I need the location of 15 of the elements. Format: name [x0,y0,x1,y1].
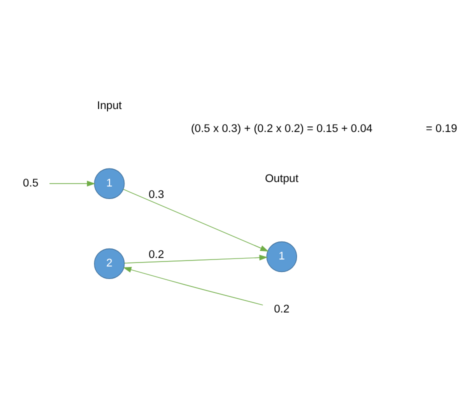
node-text: 0.5 [22,177,38,190]
edge-label: 0.2 [148,249,164,262]
label: = 0.19 [425,122,457,135]
label: (0.5 x 0.3) + (0.2 x 0.2) = 0.15 + 0.04 [190,122,372,135]
arrow [122,266,263,306]
node-circle: 2 [94,248,124,280]
edge-label: 0.3 [148,189,164,202]
node-circle: 1 [94,168,124,199]
arrow [122,189,268,252]
node-circle: 1 [266,241,297,272]
node-text: 0.2 [273,303,289,316]
arrow [123,254,268,264]
label: Input [96,100,122,112]
label: Output [264,173,298,186]
arrow [48,180,95,187]
